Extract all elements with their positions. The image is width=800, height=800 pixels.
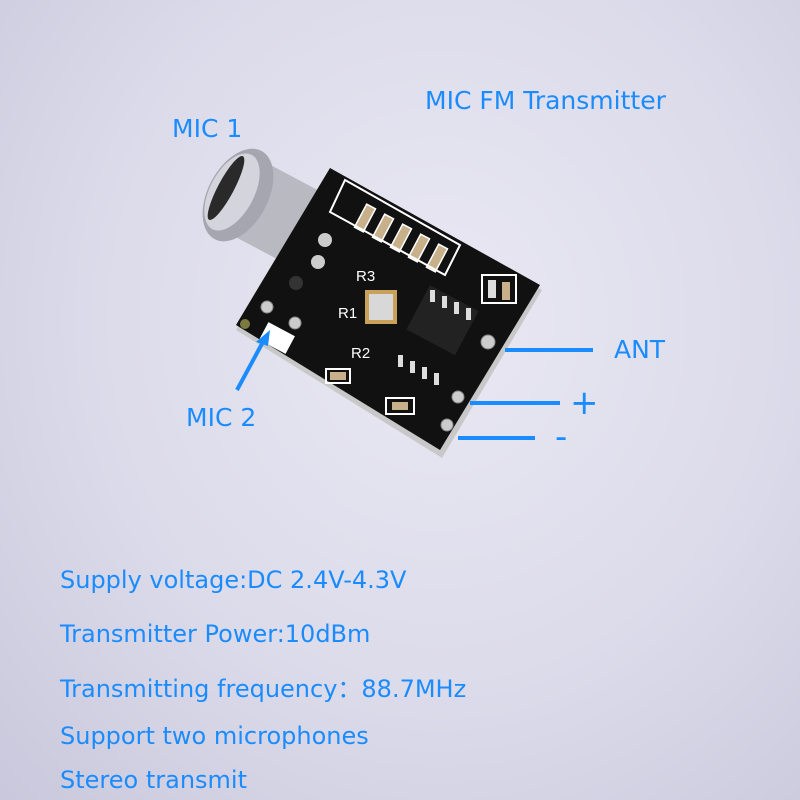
- spec-stereo: Stereo transmit: [60, 766, 247, 794]
- spec-frequency: Transmitting frequency：88.7MHz: [60, 675, 467, 703]
- spec-supply-voltage: Supply voltage:DC 2.4V-4.3V: [60, 566, 407, 594]
- label-mic2: MIC 2: [186, 403, 257, 432]
- title: MIC FM Transmitter: [425, 86, 666, 115]
- annotation-lines: [235, 339, 593, 440]
- pcb-board: R3 R1 R2: [236, 168, 542, 458]
- spec-two-microphones: Support two microphones: [60, 722, 369, 750]
- silkscreen-r1: R1: [338, 305, 357, 322]
- mic2-arrow: [235, 339, 266, 391]
- label-mic1: MIC 1: [172, 114, 243, 143]
- spec-transmitter-power: Transmitter Power:10dBm: [60, 620, 371, 648]
- silkscreen-r3: R3: [356, 268, 375, 285]
- label-plus: +: [570, 383, 599, 423]
- silkscreen-r2: R2: [351, 345, 370, 362]
- mic2-arrow-head: [256, 330, 270, 346]
- label-minus: -: [555, 417, 568, 457]
- microphone-capsule: [202, 148, 330, 266]
- label-ant: ANT: [614, 335, 666, 364]
